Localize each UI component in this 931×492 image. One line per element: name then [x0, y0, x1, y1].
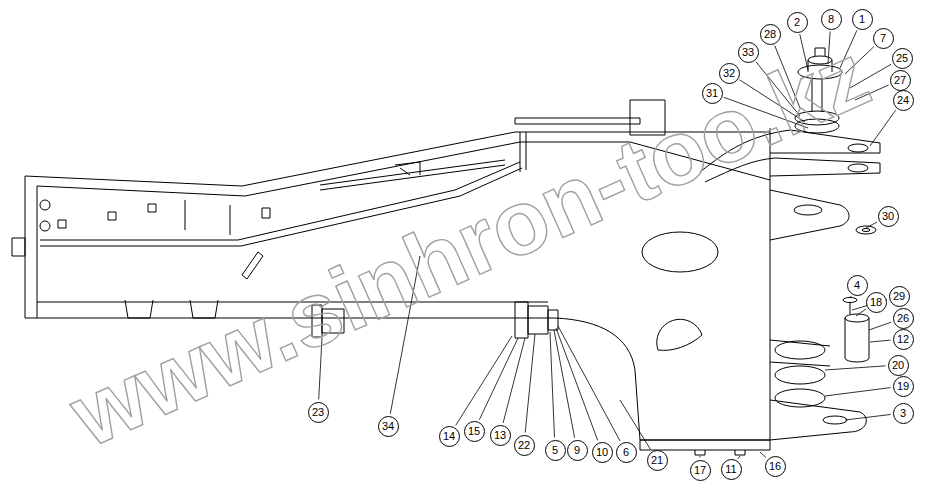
- callout-number: 12: [897, 334, 909, 345]
- callout-circle: 3: [893, 403, 914, 424]
- callout-circle: 17: [690, 460, 711, 481]
- callout-number: 4: [854, 280, 860, 291]
- callout-number: 3: [900, 408, 906, 419]
- leader-line: [525, 334, 535, 433]
- callout-circle: 5: [545, 440, 566, 461]
- leader-line: [503, 338, 525, 423]
- callout-number: 5: [552, 445, 558, 456]
- callout-number: 14: [443, 431, 455, 442]
- callout-number: 26: [897, 313, 909, 324]
- callout-number: 21: [651, 455, 663, 466]
- callout-number: 1: [859, 14, 865, 25]
- leader-line: [738, 456, 740, 459]
- callout-circle: 27: [890, 70, 911, 91]
- callout-circle: 33: [738, 42, 759, 63]
- leader-line: [554, 330, 575, 438]
- leader-line: [869, 322, 891, 330]
- callout-circle: 21: [647, 450, 668, 471]
- callout-number: 24: [897, 95, 909, 106]
- callout-number: 32: [723, 68, 735, 79]
- leader-line: [456, 336, 512, 425]
- callout-circle: 19: [893, 376, 914, 397]
- callout-number: 34: [382, 421, 394, 432]
- callout-number: 27: [894, 75, 906, 86]
- callout-number: 28: [764, 29, 776, 40]
- callout-circle: 8: [821, 9, 842, 30]
- callout-circle: 4: [847, 275, 868, 296]
- callout-number: 23: [312, 407, 324, 418]
- leader-line: [850, 296, 851, 298]
- callout-circle: 10: [592, 442, 613, 463]
- callout-number: 30: [882, 211, 894, 222]
- callout-circle: 26: [893, 308, 914, 329]
- callout-circle: 34: [378, 416, 399, 437]
- leader-line: [825, 366, 886, 370]
- leader-line: [556, 328, 598, 440]
- leader-line: [550, 332, 554, 438]
- leader-line: [866, 222, 877, 228]
- leader-line: [760, 452, 766, 457]
- callout-circle: 13: [490, 425, 511, 446]
- callout-circle: 28: [760, 24, 781, 45]
- callout-number: 29: [893, 291, 905, 302]
- callout-circle: 7: [873, 28, 894, 49]
- callout-circle: 2: [787, 12, 808, 33]
- callout-number: 22: [518, 440, 530, 451]
- callout-number: 13: [494, 430, 506, 441]
- callout-circle: 22: [514, 435, 535, 456]
- callout-circle: 6: [616, 442, 637, 463]
- leader-line: [870, 340, 891, 342]
- callout-number: 19: [897, 381, 909, 392]
- callout-number: 15: [468, 426, 480, 437]
- callout-number: 33: [742, 47, 754, 58]
- callout-number: 2: [794, 17, 800, 28]
- leader-line: [700, 456, 701, 458]
- callout-circle: 18: [866, 292, 887, 313]
- callout-circle: 12: [893, 329, 914, 350]
- callout-circle: 30: [878, 206, 899, 227]
- callout-circle: 1: [852, 9, 873, 30]
- leader-line: [845, 414, 891, 420]
- callout-number: 20: [892, 360, 904, 371]
- callout-number: 11: [725, 464, 736, 475]
- callout-number: 25: [896, 53, 908, 64]
- leader-line: [856, 309, 866, 316]
- callout-circle: 9: [567, 440, 588, 461]
- callout-number: 10: [596, 447, 608, 458]
- callout-circle: 20: [888, 355, 909, 376]
- callout-number: 7: [880, 33, 886, 44]
- leader-line: [870, 110, 896, 146]
- callout-number: 16: [769, 461, 781, 472]
- callout-circle: 16: [765, 456, 786, 477]
- callout-circle: 11: [721, 459, 742, 480]
- callout-circle: 14: [439, 426, 460, 447]
- callout-circle: 29: [889, 286, 910, 307]
- callout-number: 8: [828, 14, 834, 25]
- callout-circle: 23: [308, 402, 329, 423]
- callout-number: 6: [623, 447, 629, 458]
- leader-line: [558, 326, 620, 441]
- callout-number: 17: [694, 465, 706, 476]
- callout-circle: 15: [464, 421, 485, 442]
- callout-number: 18: [870, 297, 882, 308]
- callout-circle: 24: [893, 90, 914, 111]
- callout-number: 9: [574, 445, 580, 456]
- leader-line: [825, 388, 891, 396]
- watermark: www.sinhron-too.kz: [59, 29, 882, 462]
- callout-circle: 25: [892, 48, 913, 69]
